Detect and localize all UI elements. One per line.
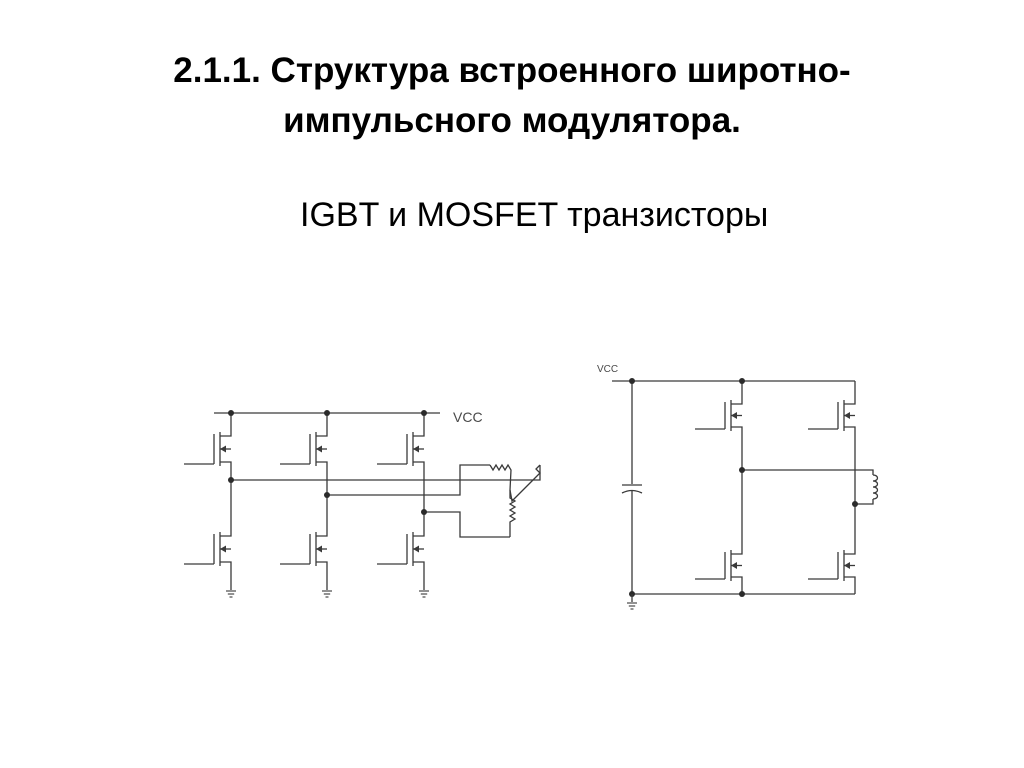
high-side-transistor-2 [280, 430, 328, 468]
title-line-1: 2.1.1. Структура встроенного широтно- [173, 51, 851, 90]
high-side-transistor-1 [695, 398, 743, 433]
title-line-2: импульсного модулятора. [283, 101, 741, 140]
low-side-transistor-1 [184, 530, 232, 568]
low-side-transistor-2 [280, 530, 328, 568]
slide-title: 2.1.1. Структура встроенного широтно- им… [0, 46, 1024, 146]
high-side-transistor-2 [808, 398, 856, 433]
vcc-label: VCC [453, 409, 483, 425]
vcc-label: VCC [597, 364, 618, 375]
h-bridge-diagram: VCC [597, 364, 879, 610]
ground-symbol-1 [225, 590, 237, 598]
low-side-transistor-1 [695, 548, 743, 583]
low-side-transistor-2 [808, 548, 856, 583]
low-side-transistor-3 [377, 530, 425, 568]
ground-symbol-3 [418, 590, 430, 598]
ground-symbol-2 [321, 590, 333, 598]
high-side-transistor-1 [184, 430, 232, 468]
slide-subtitle: IGBT и MOSFET транзисторы [300, 196, 769, 234]
ground-symbol [626, 602, 638, 610]
three-phase-inverter-diagram: VCC [184, 409, 541, 598]
high-side-transistor-3 [377, 430, 425, 468]
